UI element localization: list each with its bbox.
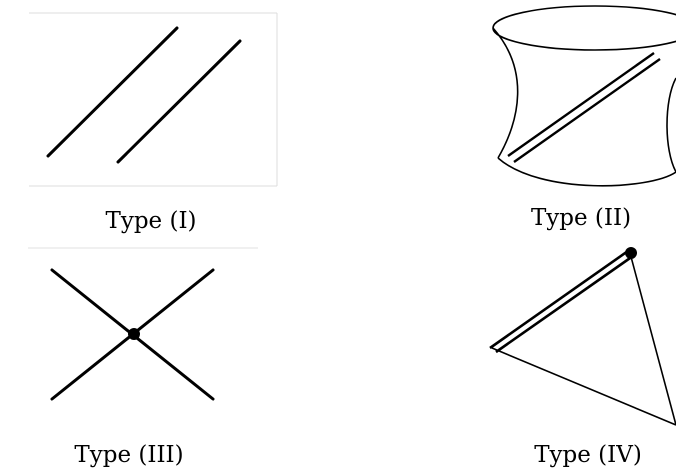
- type-ii-caption: Type (II): [530, 205, 632, 231]
- type-i-frame: [29, 12, 278, 187]
- type-iii-diagram: [50, 268, 215, 401]
- double-line-inner: [513, 58, 661, 163]
- triangle-edge-bottom: [491, 347, 676, 426]
- type-i-diagram: [46, 26, 242, 164]
- surface-bottom-rim: [497, 157, 676, 187]
- type-iii-caption: Type (III): [74, 442, 184, 468]
- type-ii-diagram: [492, 5, 676, 187]
- type-iv-caption: Type (IV): [534, 442, 642, 468]
- type-i-line-left: [46, 26, 179, 158]
- triangle-double-edge-inner: [495, 254, 634, 354]
- triangle-edge-right: [629, 252, 676, 426]
- double-line-outer: [507, 52, 655, 157]
- surface-left-side: [492, 27, 519, 159]
- surface-top-rim: [492, 5, 676, 51]
- crossing-node: [128, 328, 140, 340]
- surface-right-side: [666, 77, 676, 173]
- type-i-line-right: [116, 39, 242, 164]
- triangle-double-edge-outer: [489, 249, 629, 350]
- type-iv-diagram: [489, 247, 676, 426]
- type-i-caption: Type (I): [105, 208, 197, 234]
- apex-node: [625, 247, 637, 259]
